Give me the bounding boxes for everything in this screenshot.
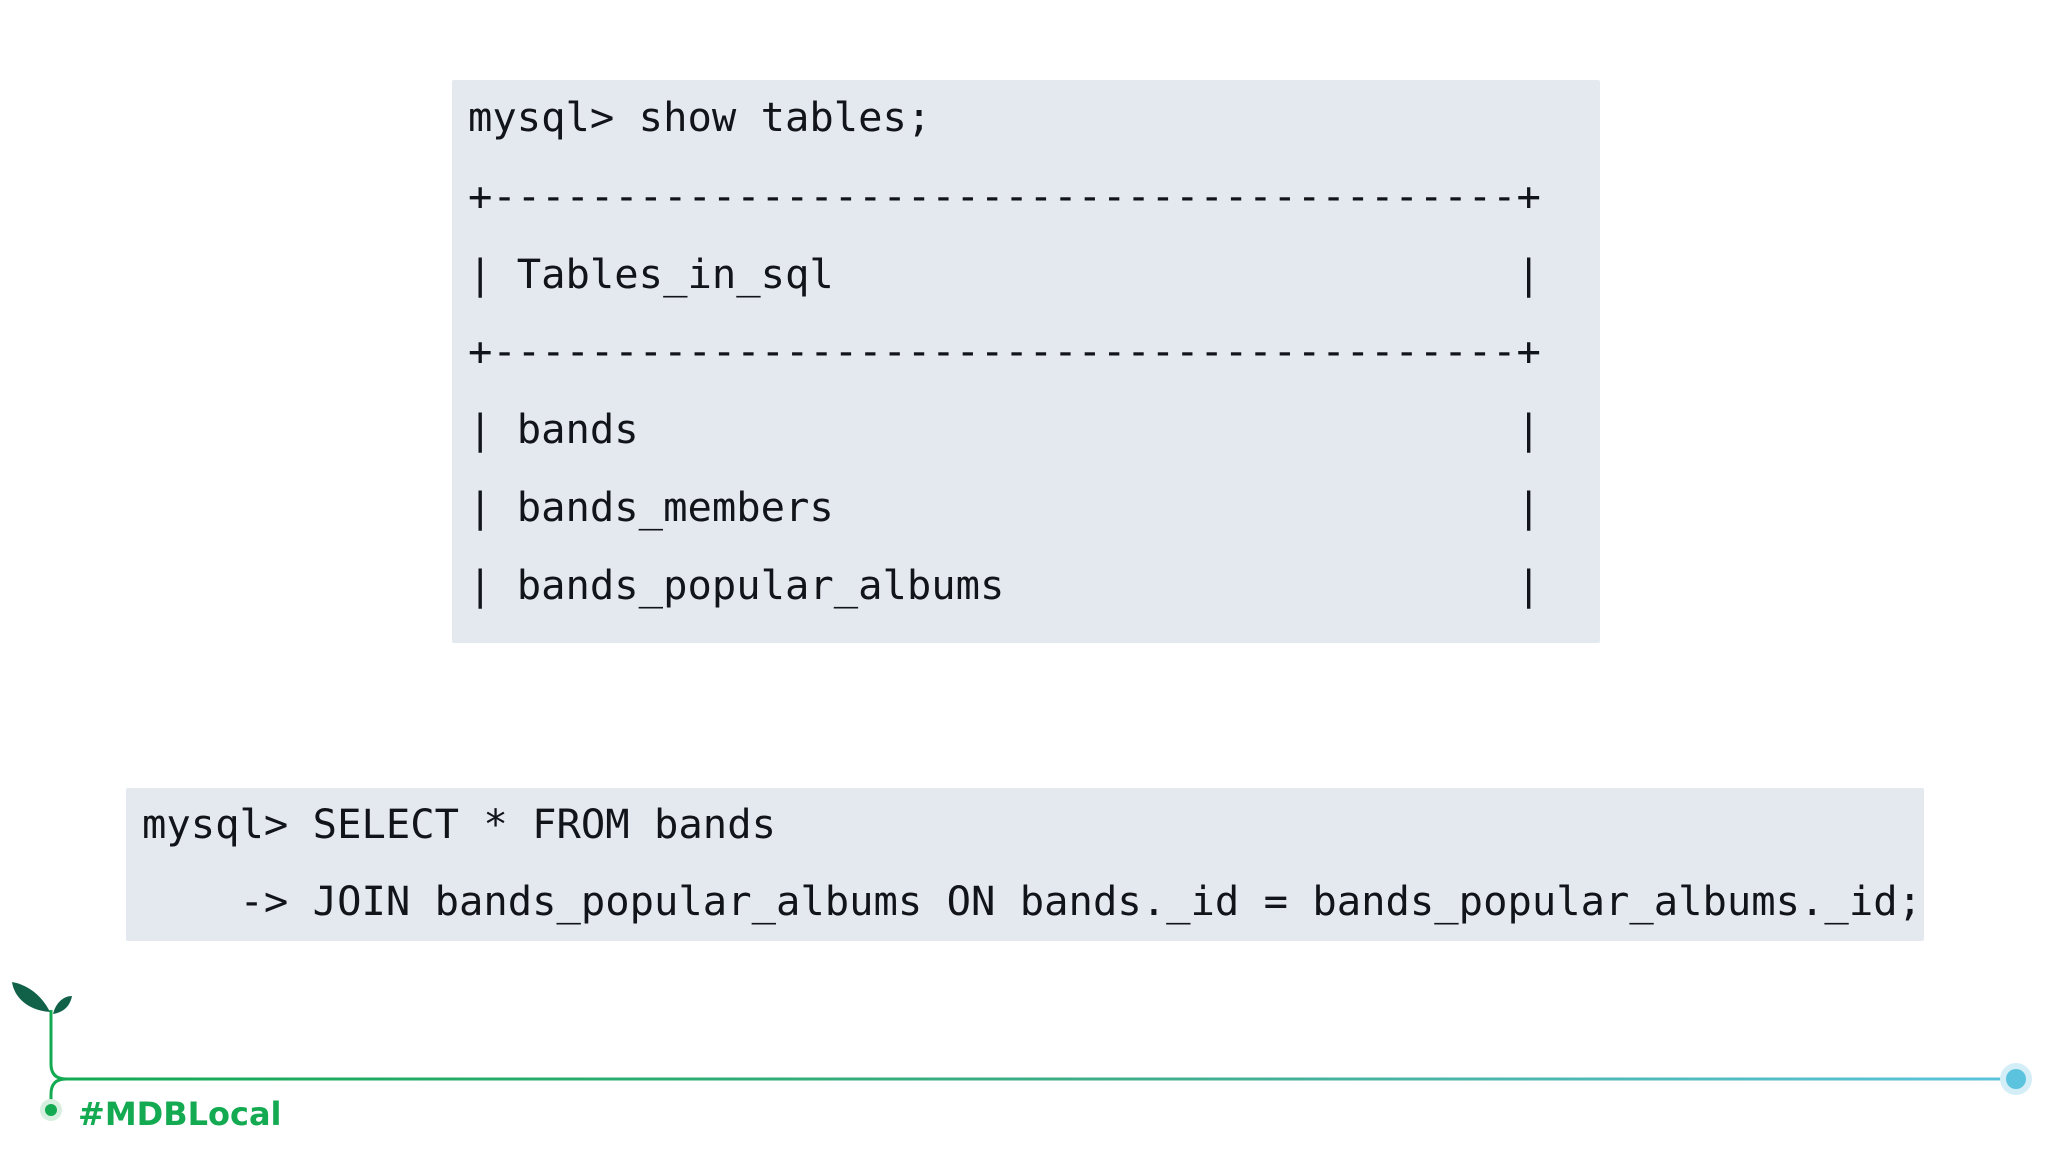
timeline-end-dot-icon — [2000, 1063, 2032, 1095]
join-query-block: mysql> SELECT * FROM bands -> JOIN bands… — [126, 788, 1924, 941]
code-line-row-bands: | bands | — [468, 405, 1541, 453]
show-tables-output-block: mysql> show tables; +-------------------… — [452, 80, 1600, 643]
code-line-row-bands-popular-albums: | bands_popular_albums | — [468, 561, 1541, 609]
hashtag-label: #MDBLocal — [78, 1095, 282, 1133]
code-line-row-bands-members: | bands_members | — [468, 483, 1541, 531]
code-line-border-top: +---------------------------------------… — [468, 172, 1541, 220]
code-line-select: mysql> SELECT * FROM bands — [142, 800, 776, 848]
code-line-prompt: mysql> show tables; — [468, 93, 932, 141]
timeline-line — [49, 1022, 2016, 1081]
sprout-icon — [12, 982, 72, 1024]
code-line-join: -> JOIN bands_popular_albums ON bands._i… — [142, 877, 1922, 925]
code-line-header: | Tables_in_sql | — [468, 250, 1541, 298]
code-line-border-mid: +---------------------------------------… — [468, 327, 1541, 375]
